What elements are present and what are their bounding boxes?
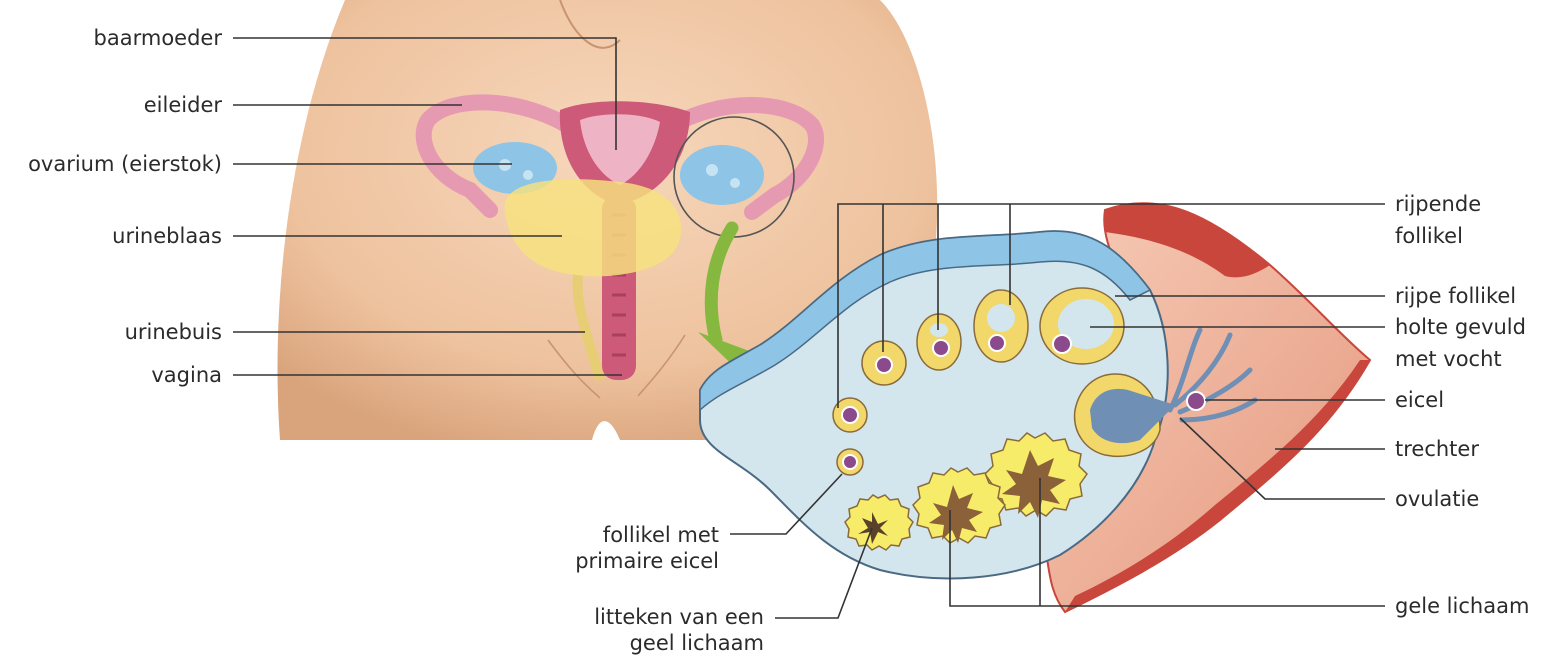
label-ovarium: ovarium (eierstok)	[28, 152, 222, 176]
label-urineblaas: urineblaas	[112, 224, 222, 248]
ripening-follicles	[861, 289, 1029, 386]
corpora-lutea	[844, 432, 1088, 551]
leader-baarmoeder	[233, 37, 617, 150]
leader-rijpende-follikel	[837, 203, 1385, 408]
label-litteken-2: geel lichaam	[630, 631, 764, 655]
leader-litteken	[775, 527, 873, 619]
fallopian-tubes	[415, 94, 824, 220]
primary-follicles	[832, 397, 868, 476]
label-holte-1: holte gevuld	[1395, 315, 1526, 339]
leader-gele-lichaam	[949, 510, 1385, 607]
label-eicel: eicel	[1395, 388, 1444, 412]
bladder	[504, 179, 682, 382]
label-follikel-primair-2: primaire eicel	[575, 549, 719, 573]
label-litteken-1: litteken van een	[594, 605, 764, 629]
label-rijpe-follikel: rijpe follikel	[1395, 284, 1516, 308]
leader-ovulatie	[1179, 417, 1385, 500]
ovary-cross-section	[699, 202, 1372, 614]
label-gele-lichaam: gele lichaam	[1395, 594, 1529, 618]
label-trechter: trechter	[1395, 437, 1479, 461]
label-holte-2: met vocht	[1395, 347, 1502, 371]
label-eileider: eileider	[144, 93, 223, 117]
leader-lines	[233, 37, 1385, 619]
label-urinebuis: urinebuis	[125, 320, 222, 344]
mature-follicle	[1039, 287, 1125, 365]
label-baarmoeder: baarmoeder	[94, 26, 223, 50]
label-follikel-primair-1: follikel met	[603, 523, 719, 547]
leader-follikel-primair	[730, 473, 843, 535]
ovaries	[473, 142, 764, 205]
label-rijpende-2: follikel	[1395, 224, 1463, 248]
ruptured-follicle	[1073, 373, 1206, 457]
label-ovulatie: ovulatie	[1395, 487, 1479, 511]
label-vagina: vagina	[151, 363, 222, 387]
labels: baarmoeder eileider ovarium (eierstok) u…	[28, 26, 1529, 655]
label-rijpende-1: rijpende	[1395, 192, 1481, 216]
